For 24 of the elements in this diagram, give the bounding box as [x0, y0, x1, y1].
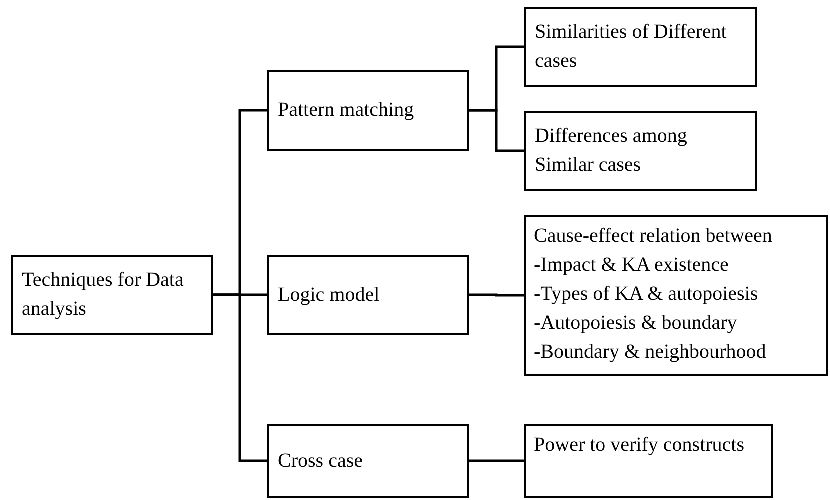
box-text: Logic model [278, 282, 381, 308]
connector-line [213, 294, 267, 462]
box-text: -Autopoiesis & boundary [534, 311, 738, 336]
box-text: Pattern matching [278, 98, 416, 123]
box-text: Cause-effect relation between [534, 224, 774, 249]
text-box [11, 255, 213, 335]
text-box [267, 424, 469, 498]
box-text: Techniques for Data analysis [22, 268, 185, 322]
box-text: Power to verify constructs [534, 433, 746, 458]
box-text: Similarities of Different cases [535, 20, 728, 74]
text-box [524, 424, 773, 498]
box-text: -Boundary & neighbourhood [534, 340, 768, 365]
box-text: Cross case [278, 448, 364, 474]
text-box [524, 215, 828, 376]
box-text: -Types of KA & autopoiesis [534, 282, 760, 307]
text-box [267, 70, 469, 151]
connector-line [469, 109, 524, 152]
text-box [524, 7, 757, 87]
box-text: -Impact & KA existence [534, 253, 730, 278]
connector-line [469, 460, 524, 462]
connector-line [469, 294, 524, 297]
box-text: Differences among Similar cases [535, 124, 688, 178]
text-box [267, 255, 469, 335]
text-box [524, 111, 757, 191]
